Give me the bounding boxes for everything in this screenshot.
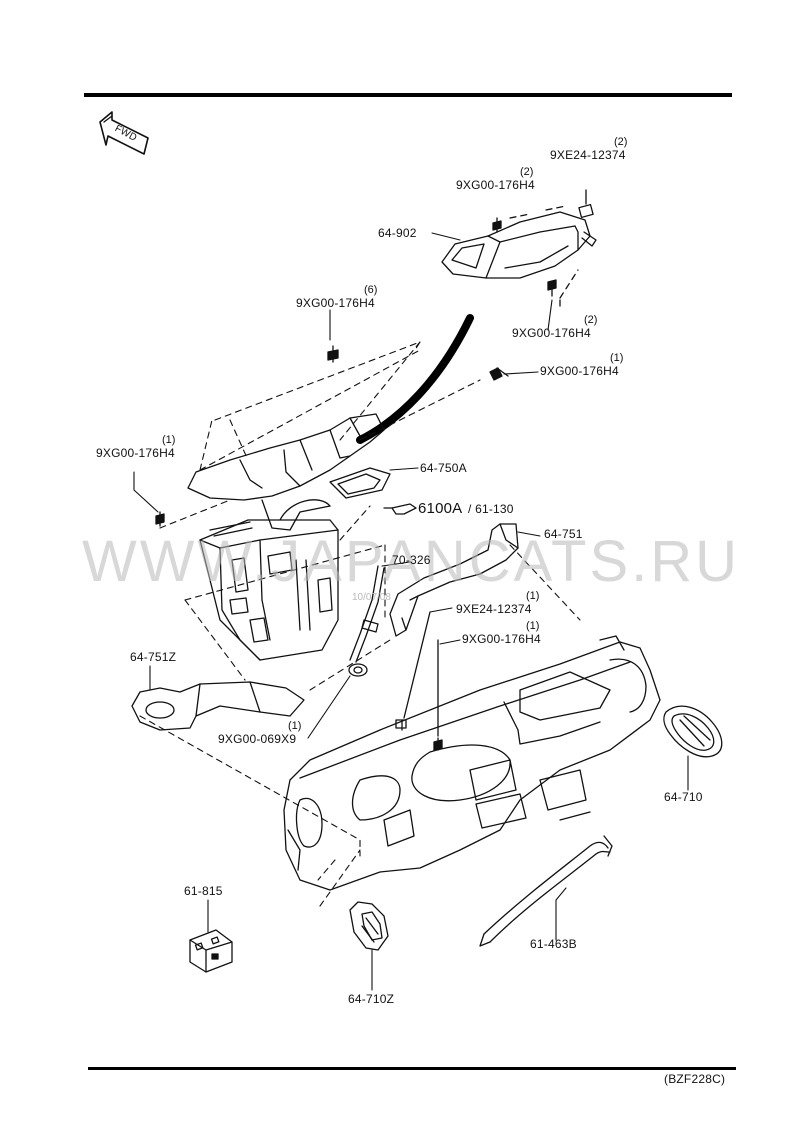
part-qty: (2) (614, 136, 628, 148)
part-label[interactable]: 9XG00-176H4 (462, 632, 541, 646)
part-label[interactable]: 9XG00-176H4 (512, 326, 591, 340)
part-qty: (1) (162, 434, 176, 446)
side-duct-64-751 (389, 523, 519, 637)
part-label[interactable]: 9XE24-12374 (456, 602, 532, 616)
fwd-arrow-icon (99, 111, 149, 155)
duct-64-751Z (131, 681, 305, 731)
rod-70-326 (348, 565, 385, 677)
part-label[interactable]: 9XG00-176H4 (296, 296, 375, 310)
part-label[interactable]: 64-710 (664, 790, 703, 804)
part-label[interactable]: 64-751 (544, 527, 583, 541)
part-qty: (2) (584, 314, 598, 326)
part-label[interactable]: 64-902 (378, 226, 417, 240)
bolt-icons (155, 345, 509, 751)
part-label[interactable]: 9XG00-176H4 (96, 446, 175, 460)
part-label[interactable]: 64-751Z (130, 650, 177, 664)
part-qty: (1) (526, 620, 540, 632)
part-label[interactable]: 9XG00-069X9 (218, 732, 297, 746)
hose-61-463B (479, 835, 613, 947)
part-label[interactable]: 64-750A (420, 461, 467, 475)
diagram-code: (BZF228C) (664, 1072, 726, 1086)
upper-duct-64-902 (441, 189, 597, 307)
part-qty: (6) (364, 284, 378, 296)
pointing-hand-icon (383, 503, 417, 515)
part-label[interactable]: 9XG00-176H4 (540, 364, 619, 378)
instrument-panel (283, 635, 661, 891)
side-vent-64-710 (663, 705, 723, 758)
watermark-date: 10/07/08 (352, 592, 391, 603)
reference-suffix: / 61-130 (468, 502, 514, 516)
part-label[interactable]: 61-815 (184, 884, 223, 898)
top-rule (84, 93, 732, 97)
part-label[interactable]: 64-710Z (348, 992, 395, 1006)
lower-vent-64-710Z (349, 901, 389, 951)
part-qty: (1) (526, 590, 540, 602)
switch-61-815 (189, 929, 233, 973)
part-label[interactable]: 61-463B (530, 937, 577, 951)
distribution-duct-64-750A (187, 413, 391, 531)
reference-label[interactable]: 6100A (418, 500, 463, 517)
heater-unit (199, 519, 339, 661)
part-label[interactable]: 70-326 (392, 553, 431, 567)
bottom-rule (88, 1067, 736, 1070)
part-qty: (2) (520, 166, 534, 178)
part-label[interactable]: 9XG00-176H4 (456, 178, 535, 192)
watermark-text: WWW.JAPANCATS.RU (82, 529, 741, 594)
part-label[interactable]: 9XE24-12374 (550, 148, 626, 162)
part-qty: (1) (288, 720, 302, 732)
part-qty: (1) (610, 352, 624, 364)
